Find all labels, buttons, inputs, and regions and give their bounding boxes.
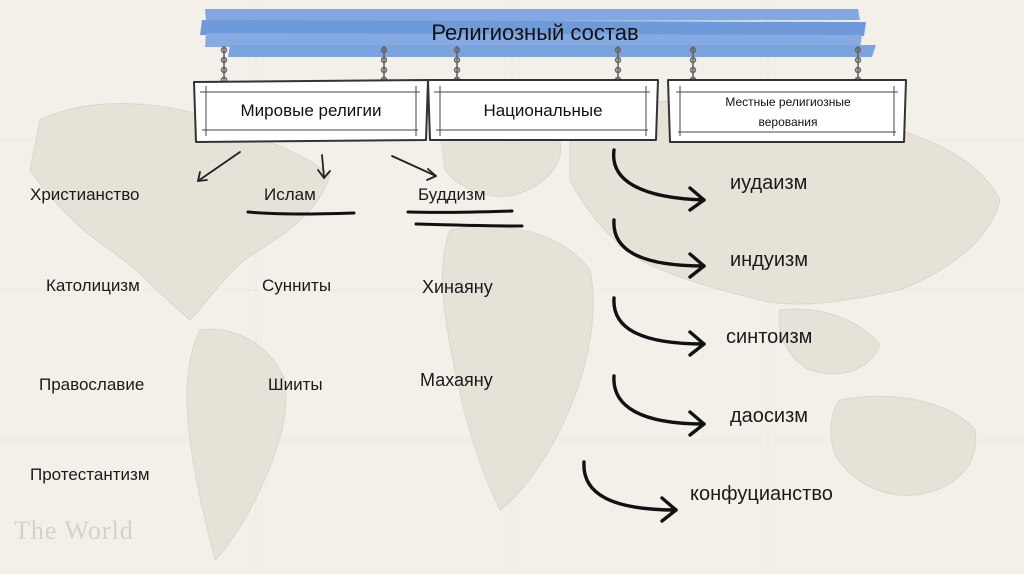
national-hinduism: индуизм bbox=[730, 249, 808, 271]
national-confucianism: конфуцианство bbox=[690, 483, 833, 505]
map-southeast-asia bbox=[778, 308, 881, 375]
branch-protestantism: Протестантизм bbox=[30, 465, 150, 484]
category-national: Национальные bbox=[483, 101, 603, 120]
national-taoism: даосизм bbox=[730, 405, 809, 427]
watermark: The World bbox=[14, 516, 134, 545]
board-local bbox=[667, 79, 907, 143]
map-africa bbox=[441, 225, 594, 511]
national-shinto: синтоизм bbox=[726, 326, 813, 348]
national-arrows bbox=[582, 148, 706, 523]
religion-christianity: Христианство bbox=[30, 185, 140, 204]
branch-hinayana: Хинаяну bbox=[422, 277, 493, 297]
category-world: Мировые религии bbox=[240, 101, 382, 120]
board-world bbox=[193, 79, 429, 143]
page-title: Религиозный состав bbox=[431, 20, 639, 45]
branch-orthodoxy: Православие bbox=[39, 375, 145, 394]
underlines bbox=[246, 209, 524, 228]
religion-islam: Ислам bbox=[264, 185, 316, 204]
title-banner bbox=[200, 9, 876, 57]
map-south-america bbox=[186, 328, 287, 561]
board-grain bbox=[200, 86, 898, 136]
branch-sunni: Сунниты bbox=[262, 276, 332, 295]
religion-buddhism: Буддизм bbox=[418, 185, 486, 204]
branch-mahayana: Махаяну bbox=[420, 370, 493, 390]
world-arrows bbox=[197, 151, 437, 182]
national-judaism: иудаизм bbox=[730, 172, 808, 194]
board-national bbox=[427, 79, 659, 141]
branch-shia: Шииты bbox=[268, 375, 323, 394]
branch-catholicism: Католицизм bbox=[46, 276, 140, 295]
map-australia bbox=[830, 395, 977, 496]
category-local: Местные религиозные верования bbox=[725, 95, 851, 129]
